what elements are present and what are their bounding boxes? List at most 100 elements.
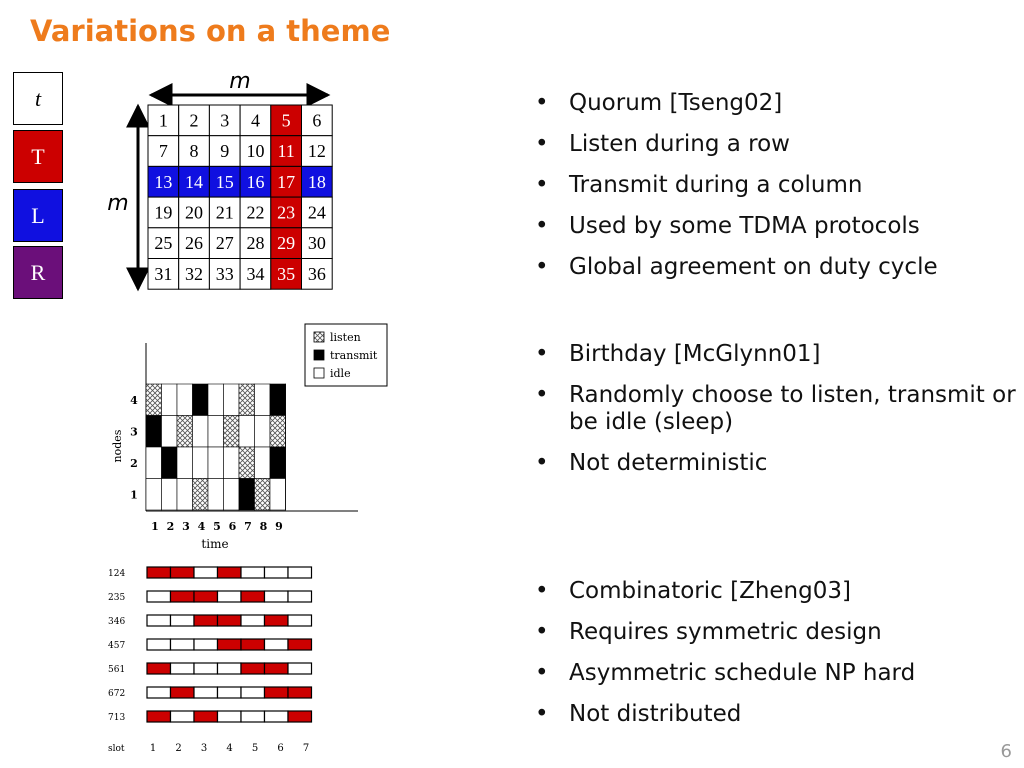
- quorum-cell: [208, 227, 241, 260]
- birthday-legend-swatch: [313, 349, 325, 361]
- birthday-time-label: 6: [229, 520, 237, 533]
- combinatoric-slot: [146, 614, 172, 627]
- quorum-cell-number: 12: [308, 141, 326, 161]
- birthday-slot: [238, 446, 255, 479]
- combinatoric-bullet-list: Combinatoric [Zheng03]Requires symmetric…: [535, 578, 915, 742]
- combinatoric-slot: [287, 566, 313, 579]
- birthday-legend-label: transmit: [330, 349, 378, 362]
- quorum-cell: [147, 135, 180, 167]
- combinatoric-slot: [287, 638, 313, 651]
- birthday-node-label: 2: [130, 457, 138, 470]
- birthday-slot: [176, 446, 193, 479]
- birthday-slot: [254, 415, 271, 448]
- combinatoric-slot: [287, 614, 313, 627]
- combinatoric-row-label: 346: [108, 617, 125, 627]
- page-number: 6: [1000, 741, 1012, 762]
- bullet-item: Not distributed: [535, 701, 915, 728]
- birthday-slot: [176, 478, 193, 511]
- bullet-item: Not deterministic: [535, 450, 1024, 477]
- combinatoric-slot: [240, 566, 266, 579]
- combinatoric-row-label: 561: [108, 665, 125, 675]
- quorum-cell-number: 30: [308, 233, 326, 253]
- birthday-slot: [161, 478, 178, 511]
- quorum-cell: [301, 258, 333, 290]
- combinatoric-slot: [263, 614, 289, 627]
- quorum-cell-number: 32: [185, 264, 203, 284]
- combinatoric-slot: [146, 662, 172, 675]
- birthday-time-label: 3: [182, 520, 190, 533]
- birthday-slot: [192, 383, 209, 416]
- birthday-slot: [207, 415, 224, 448]
- legend-transmit-box: T: [13, 130, 63, 183]
- combinatoric-slot: [240, 638, 266, 651]
- quorum-cell: [301, 227, 333, 260]
- quorum-cell-number: 25: [154, 233, 172, 253]
- birthday-time-label: 4: [198, 520, 206, 533]
- birthday-slot: [145, 415, 162, 448]
- birthday-slot: [192, 478, 209, 511]
- combinatoric-slot: [263, 710, 289, 723]
- quorum-cell-number: 24: [308, 202, 326, 222]
- combinatoric-slot: [263, 686, 289, 699]
- birthday-slot: [238, 415, 255, 448]
- birthday-legend-swatch: [313, 367, 325, 379]
- birthday-time-label: 1: [151, 520, 159, 533]
- bullet-item: Quorum [Tseng02]: [535, 90, 938, 117]
- bullet-item: Transmit during a column: [535, 172, 938, 199]
- combinatoric-slot: [216, 662, 242, 675]
- combinatoric-slot: [193, 638, 219, 651]
- slide-title: Variations on a theme: [30, 14, 391, 48]
- birthday-bullet-list: Birthday [McGlynn01]Randomly choose to l…: [535, 341, 1024, 491]
- quorum-cell: [178, 258, 210, 290]
- birthday-slot: [254, 478, 271, 511]
- birthday-slot: [254, 446, 271, 479]
- bullet-item: Listen during a row: [535, 131, 938, 158]
- combinatoric-slot: [263, 638, 289, 651]
- birthday-slot: [269, 415, 286, 448]
- legend-t-box: t: [13, 72, 63, 125]
- combinatoric-slot: [287, 686, 313, 699]
- combinatoric-slot: [169, 590, 195, 603]
- combinatoric-slot: [240, 662, 266, 675]
- quorum-cell-number: 5: [282, 110, 291, 130]
- combinatoric-slot: [240, 710, 266, 723]
- combinatoric-slot-number: 3: [201, 743, 207, 754]
- combinatoric-slot: [169, 566, 195, 579]
- combinatoric-row-label: 235: [108, 593, 125, 603]
- birthday-time-label: 8: [260, 520, 268, 533]
- quorum-cell-number: 20: [185, 202, 203, 222]
- quorum-cell: [147, 258, 180, 290]
- quorum-cell-number: 36: [308, 264, 326, 284]
- combinatoric-slot-number: 6: [277, 743, 283, 754]
- combinatoric-slot: [216, 638, 242, 651]
- birthday-slot: [269, 478, 286, 511]
- birthday-slot: [145, 446, 162, 479]
- bullet-item: Asymmetric schedule NP hard: [535, 660, 915, 687]
- combinatoric-slot: [216, 710, 242, 723]
- quorum-cell-number: 18: [308, 172, 326, 192]
- birthday-node-label: 1: [130, 488, 138, 501]
- bullet-item: Randomly choose to listen, transmit or b…: [535, 382, 1024, 436]
- combinatoric-slot: [240, 590, 266, 603]
- quorum-cell-number: 15: [216, 172, 234, 192]
- quorum-bullet-list: Quorum [Tseng02] Listen during a rowTrans…: [535, 90, 938, 295]
- quorum-cell-number: 29: [277, 233, 295, 253]
- combinatoric-slot: [146, 638, 172, 651]
- combinatoric-slot: [146, 686, 172, 699]
- birthday-slot: [269, 446, 286, 479]
- combinatoric-slot: [193, 686, 219, 699]
- combinatoric-slot: [263, 662, 289, 675]
- combinatoric-slot: [169, 638, 195, 651]
- birthday-slot: [238, 383, 255, 416]
- combinatoric-slot: [240, 614, 266, 627]
- birthday-slot: [176, 383, 193, 416]
- quorum-cell-number: 33: [216, 264, 234, 284]
- combinatoric-slot: [146, 566, 172, 579]
- quorum-cell-number: 10: [246, 141, 264, 161]
- birthday-slot: [269, 383, 286, 416]
- birthday-time-label: 5: [213, 520, 221, 533]
